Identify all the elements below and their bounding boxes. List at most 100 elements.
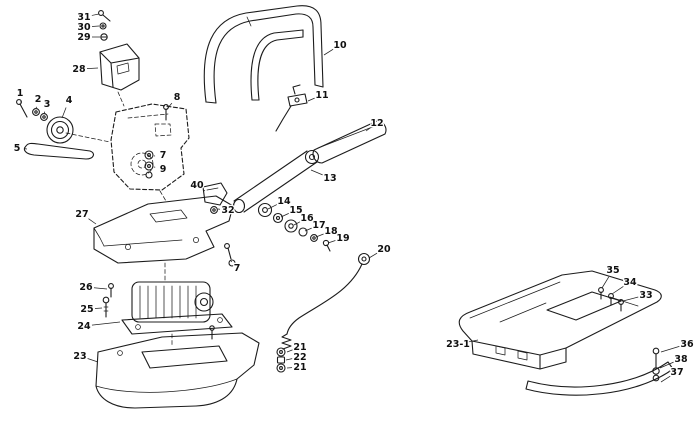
leader-line-20 <box>368 252 378 259</box>
part-25-bolt <box>102 296 110 318</box>
leader-line-33 <box>622 296 639 302</box>
part-label-24: 24 <box>77 321 91 332</box>
leader-line-34 <box>611 286 624 295</box>
part-4-pulley <box>46 116 74 144</box>
part-label-23-1: 23-1 <box>446 339 470 350</box>
part-21-washer-top <box>276 347 286 357</box>
part-label-22: 22 <box>293 352 306 363</box>
part-33-bolt <box>618 299 624 312</box>
part-label-29: 29 <box>77 32 90 43</box>
part-10-handle-frame <box>203 5 324 104</box>
part-label-1: 1 <box>17 88 24 99</box>
part-37-skid-runner <box>525 361 674 396</box>
leader-line-23-1 <box>465 339 479 343</box>
leader-line-21 <box>286 349 293 353</box>
assembly-alignment-lines <box>65 91 173 347</box>
part-18-washer <box>310 234 318 242</box>
leader-line-23 <box>87 358 99 363</box>
part-28-bracket <box>99 43 140 91</box>
part-label-33: 33 <box>639 290 652 301</box>
part-31-screw <box>98 10 111 22</box>
part-15-washer <box>272 212 284 224</box>
part-20-cable-assembly <box>281 252 371 350</box>
part-5-belt <box>23 142 95 160</box>
part-7-bolt-center <box>224 243 236 267</box>
leader-line-22 <box>285 358 293 361</box>
part-label-38: 38 <box>674 354 688 365</box>
part-label-19: 19 <box>336 233 349 244</box>
part-2-washer <box>32 108 40 116</box>
part-label-13: 13 <box>323 173 336 184</box>
part-label-32: 32 <box>221 205 234 216</box>
leader-line-16 <box>293 221 301 226</box>
part-30-washer <box>99 22 107 30</box>
part-label-30: 30 <box>77 22 91 33</box>
part-13-handle-arm <box>232 149 320 214</box>
part-label-11: 11 <box>315 90 328 101</box>
part-24-exciter-housing <box>121 281 233 335</box>
leader-line-10 <box>323 48 334 56</box>
leader-line-36 <box>660 345 680 353</box>
part-label-20: 20 <box>377 244 391 255</box>
leader-line-17 <box>304 227 312 232</box>
leader-line-35 <box>601 276 610 289</box>
leader-line-4 <box>61 107 67 119</box>
part-16-roller <box>284 219 298 233</box>
part-27-deck-plate <box>93 195 234 264</box>
part-label-4: 4 <box>66 95 73 106</box>
part-23-base-plate <box>95 325 260 409</box>
part-17-washer <box>298 227 308 237</box>
part-label-2: 2 <box>35 94 42 105</box>
part-label-25: 25 <box>80 304 93 315</box>
part-label-5: 5 <box>14 143 21 154</box>
part-7-washer <box>144 150 154 160</box>
part-12-handle-grip-loop <box>312 120 387 164</box>
part-label-15: 15 <box>289 205 302 216</box>
part-1-bolt <box>16 99 28 118</box>
leader-line-19 <box>327 240 336 244</box>
part-9-washer <box>144 161 154 179</box>
leader-line-14 <box>267 204 278 210</box>
part-19-nut <box>322 239 331 252</box>
part-label-27: 27 <box>75 209 88 220</box>
leader-line-28 <box>86 67 99 69</box>
part-label-37: 37 <box>670 367 683 378</box>
part-label-7: 7 <box>160 150 167 161</box>
leader-line-7 <box>230 260 233 263</box>
leader-line-13 <box>310 169 323 176</box>
leader-line-37 <box>660 375 671 383</box>
leader-line-24 <box>91 321 121 326</box>
part-label-34: 34 <box>623 277 637 288</box>
part-35-bolt <box>598 287 604 300</box>
part-engine-outline <box>110 103 190 191</box>
part-14-roller <box>257 202 273 218</box>
part-8-bolt <box>163 104 169 121</box>
part-label-16: 16 <box>300 213 314 224</box>
leader-line-38 <box>659 361 674 369</box>
leader-line-15 <box>280 213 289 218</box>
part-34-bolt <box>608 293 614 306</box>
part-11-throttle-lever <box>275 84 308 132</box>
leader-line-8 <box>166 102 173 110</box>
part-label-18: 18 <box>324 226 338 237</box>
leader-line-26 <box>93 287 108 290</box>
leader-line-40 <box>203 189 206 192</box>
part-label-7: 7 <box>234 263 241 274</box>
part-label-40: 40 <box>190 180 204 191</box>
part-label-9: 9 <box>160 164 167 175</box>
part-label-3: 3 <box>44 99 51 110</box>
part-32-bolt <box>210 206 218 214</box>
part-label-10: 10 <box>333 40 347 51</box>
part-22-nut <box>276 356 286 364</box>
part-36-38-bolt-stack <box>652 347 660 382</box>
leader-line-3 <box>43 111 46 115</box>
part-label-14: 14 <box>277 196 291 207</box>
part-label-12: 12 <box>370 118 383 129</box>
part-label-23: 23 <box>73 351 86 362</box>
part-label-31: 31 <box>77 12 90 23</box>
leader-line-27 <box>88 218 97 225</box>
part-label-17: 17 <box>312 220 325 231</box>
